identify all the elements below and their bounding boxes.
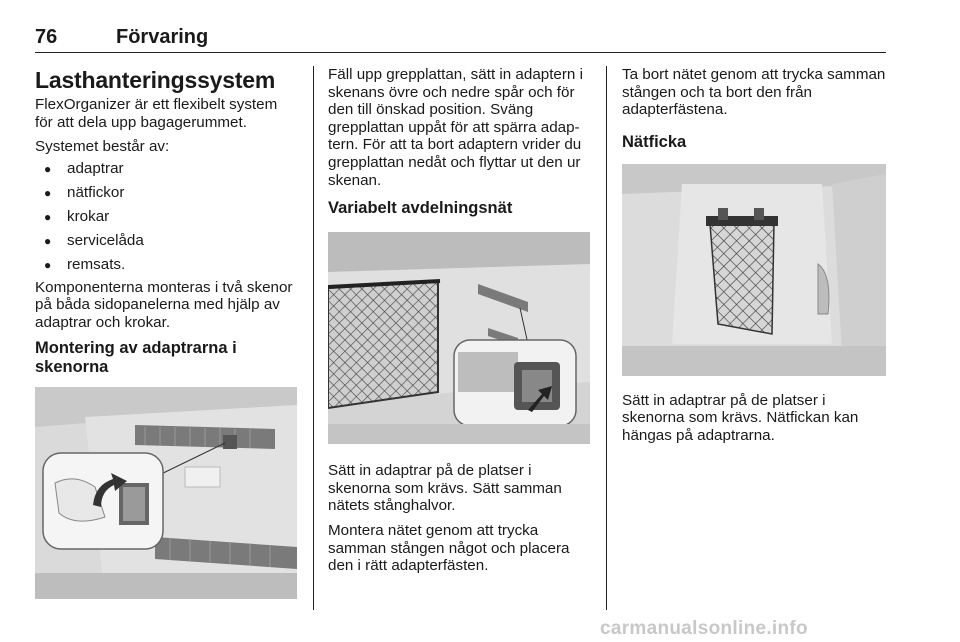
column-3: Ta bort nätet genom att trycka samman st… [622, 66, 886, 452]
list-item: krokar [35, 207, 297, 231]
watermark: carmanualsonline.info [600, 618, 808, 639]
subheading-net-pocket: Nätficka [622, 132, 687, 151]
adapter-rail-illustration [35, 386, 297, 599]
adapter-instructions-paragraph: Fäll upp grepplattan, sätt in adaptern i… [328, 66, 583, 189]
list-item: adaptrar [35, 159, 297, 183]
column-divider [313, 66, 314, 610]
net-assembly-paragraph: Sätt in adaptrar på de platser i skenorn… [328, 462, 562, 515]
page-number: 76 [35, 26, 58, 48]
column-divider [606, 66, 607, 610]
subheading-adapter-mounting: Montering av adaptrarna i skenorna [35, 338, 237, 376]
page-header: 76 Förvaring [35, 26, 886, 53]
net-pocket-paragraph: Sätt in adaptrar på de platser i skenorn… [622, 391, 859, 444]
mounting-paragraph: Komponenterna monteras i två skenor på b… [35, 278, 293, 331]
list-intro: Systemet består av: [35, 138, 170, 156]
column-2: Fäll upp grepplattan, sätt in adaptern i… [328, 66, 590, 582]
list-item: remsats. [35, 255, 297, 275]
divider-net-illustration [328, 232, 590, 445]
subheading-divider-net: Variabelt avdelningsnät [328, 199, 513, 218]
net-mounting-paragraph: Montera nätet genom att trycka samman st… [328, 521, 570, 575]
column-1: Lasthanteringssystem FlexOrganizer är et… [35, 66, 297, 599]
net-pocket-illustration [622, 163, 886, 376]
component-list: adaptrar nätfickor krokar servicelåda re… [35, 159, 297, 275]
section-title: Förvaring [116, 26, 209, 48]
intro-paragraph: FlexOrganizer är ett flexibelt system fö… [35, 96, 278, 131]
chapter-title: Lasthanteringssystem [35, 67, 276, 93]
net-removal-paragraph: Ta bort nätet genom att trycka samman st… [622, 66, 886, 119]
list-item: nätfickor [35, 183, 297, 207]
list-item: servicelåda [35, 231, 297, 255]
